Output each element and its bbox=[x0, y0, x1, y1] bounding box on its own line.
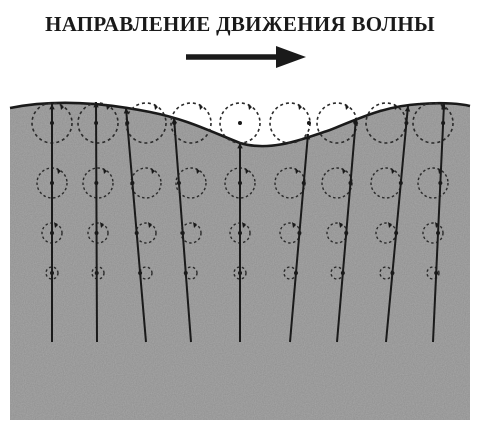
motion-arrow-icon bbox=[123, 108, 130, 114]
particle-line-icon bbox=[432, 103, 445, 343]
motion-arrow-icon bbox=[171, 118, 178, 124]
particle-dot bbox=[293, 271, 298, 275]
orbit-direction-icon bbox=[242, 222, 246, 228]
motion-arrow-icon bbox=[304, 134, 311, 140]
orbit-circle-icon bbox=[175, 167, 207, 199]
particle-dot bbox=[50, 271, 54, 275]
orbit-circle-icon bbox=[170, 102, 212, 144]
particle-line-icon bbox=[336, 117, 357, 343]
orbit-direction-icon bbox=[60, 104, 64, 110]
particle-dot bbox=[238, 271, 242, 275]
motion-arrow-icon bbox=[49, 104, 55, 110]
orbit-direction-icon bbox=[100, 222, 104, 228]
particle-dot bbox=[301, 181, 306, 185]
particle-dot bbox=[394, 231, 399, 235]
orbit-direction-icon bbox=[103, 168, 107, 174]
orbit-circle-icon bbox=[412, 102, 454, 144]
wave-surface-line bbox=[9, 101, 471, 148]
particle-lines bbox=[49, 101, 447, 343]
orbit-circle-icon bbox=[87, 222, 109, 244]
orbit-circle-icon bbox=[184, 266, 198, 280]
particle-dot bbox=[404, 121, 409, 125]
particle-dot bbox=[50, 231, 54, 235]
particle-dot bbox=[238, 231, 242, 235]
particle-dot bbox=[125, 121, 130, 125]
particle-dot bbox=[390, 271, 395, 275]
orbit-direction-icon bbox=[298, 104, 302, 110]
orbit-circle-icon bbox=[422, 222, 444, 244]
orbit-direction-icon bbox=[292, 222, 296, 228]
orbit-direction-icon bbox=[154, 104, 158, 110]
particle-dot bbox=[94, 271, 99, 275]
orbit-direction-icon bbox=[391, 168, 395, 174]
motion-arrow-icon bbox=[237, 143, 243, 149]
orbit-circle-icon bbox=[45, 266, 59, 280]
orbit-direction-icon bbox=[345, 104, 349, 110]
diagram-title: НАПРАВЛЕНИЕ ДВИЖЕНИЯ ВОЛНЫ bbox=[45, 12, 435, 36]
motion-arrow-icon bbox=[93, 102, 99, 108]
orbit-circle-icon bbox=[91, 266, 105, 280]
orbit-circle-icon bbox=[139, 266, 153, 280]
orbit-direction-icon bbox=[388, 222, 392, 228]
particle-dot bbox=[94, 181, 99, 185]
particle-dot bbox=[183, 271, 188, 275]
orbit-circle-icon bbox=[269, 102, 311, 144]
motion-arrow-icon bbox=[441, 104, 447, 110]
particle-dot bbox=[94, 231, 99, 235]
orbit-direction-icon bbox=[342, 168, 346, 174]
particle-dot bbox=[138, 271, 143, 275]
particle-dot bbox=[134, 231, 139, 235]
particle-dot bbox=[434, 271, 439, 275]
particle-line-icon bbox=[173, 117, 192, 343]
orbit-direction-icon bbox=[245, 168, 249, 174]
motion-arrow-icon bbox=[352, 118, 359, 124]
particle-dot bbox=[50, 181, 54, 185]
orbit-direction-icon bbox=[196, 168, 200, 174]
particle-dot bbox=[180, 231, 185, 235]
particle-dot bbox=[438, 181, 443, 185]
orbit-direction-icon bbox=[339, 222, 343, 228]
particle-dot bbox=[94, 121, 99, 125]
orbit-direction-icon bbox=[57, 168, 61, 174]
orbit-direction-icon bbox=[106, 104, 110, 110]
orbit-direction-icon bbox=[148, 222, 152, 228]
orbit-direction-icon bbox=[435, 222, 439, 228]
particle-dot bbox=[348, 181, 353, 185]
particle-line-icon bbox=[385, 105, 409, 343]
direction-arrow-icon bbox=[186, 46, 306, 68]
orbit-direction-icon bbox=[394, 104, 398, 110]
orbit-circle-icon bbox=[77, 102, 119, 144]
particle-dot bbox=[441, 121, 446, 125]
particle-dot bbox=[238, 181, 242, 185]
particle-dot bbox=[238, 121, 242, 125]
particle-dot bbox=[297, 231, 302, 235]
orbit-direction-icon bbox=[295, 168, 299, 174]
particle-dot bbox=[130, 181, 135, 185]
particle-dot bbox=[344, 231, 349, 235]
particle-dot bbox=[306, 121, 311, 125]
motion-arrow-icon bbox=[404, 106, 411, 112]
particle-dot bbox=[398, 181, 403, 185]
orbit-circle-icon bbox=[426, 266, 440, 280]
orbit-direction-icon bbox=[199, 104, 203, 110]
orbit-circle-icon bbox=[82, 167, 114, 199]
particle-line-icon bbox=[95, 101, 98, 343]
particle-dot bbox=[340, 271, 345, 275]
orbit-direction-icon bbox=[193, 222, 197, 228]
particle-dot bbox=[436, 231, 441, 235]
particle-dot bbox=[176, 181, 181, 185]
orbit-direction-icon bbox=[54, 222, 58, 228]
orbit-direction-icon bbox=[248, 104, 252, 110]
particle-dot bbox=[50, 121, 54, 125]
particle-line-icon bbox=[289, 133, 309, 343]
particle-line-icon bbox=[125, 107, 147, 343]
orbit-direction-icon bbox=[151, 168, 155, 174]
orbit-circle-icon bbox=[417, 167, 449, 199]
orbit-circle-icon bbox=[233, 266, 247, 280]
